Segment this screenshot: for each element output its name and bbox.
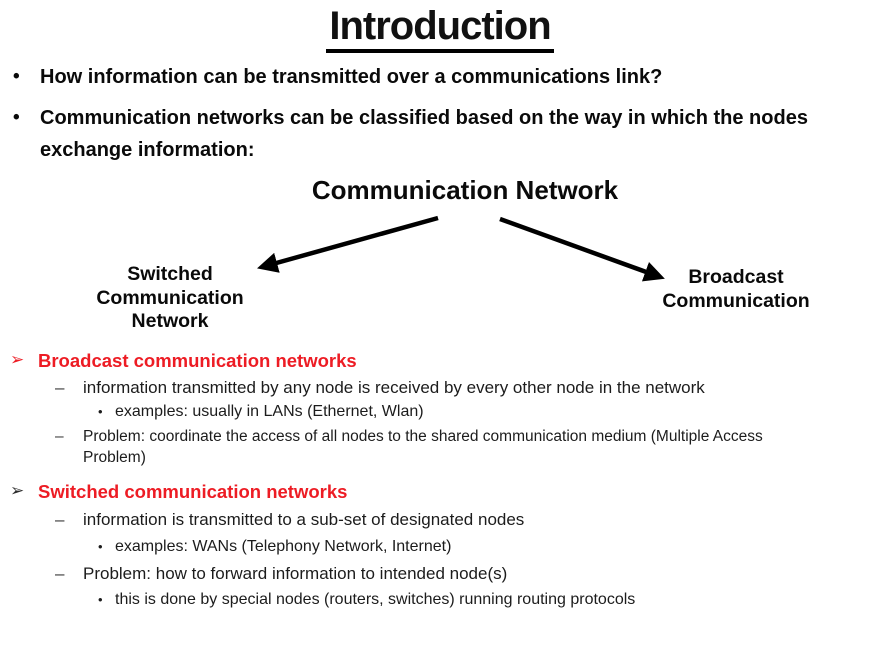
intro-bullet-2-text: Communication networks can be classified… <box>40 107 808 161</box>
intro-bullet-1: • How information can be transmitted ove… <box>13 61 858 93</box>
bullet-dot-icon: • <box>98 592 103 607</box>
dash-bullet-icon: – <box>55 378 65 397</box>
list-item: – information is transmitted to a sub-se… <box>0 509 524 530</box>
diagram-root-label: Communication Network <box>311 175 619 205</box>
list-item-text: examples: usually in LANs (Ethernet, Wla… <box>115 403 424 420</box>
slide-title-wrap: Introduction <box>0 4 880 54</box>
list-item: • this is done by special nodes (routers… <box>0 589 635 610</box>
list-item-text: this is done by special nodes (routers, … <box>115 591 636 608</box>
dash-bullet-icon: – <box>55 510 65 529</box>
list-item-text: information is transmitted to a sub-set … <box>83 510 525 529</box>
list-item-text: Problem: how to forward information to i… <box>83 564 508 583</box>
list-item: – information transmitted by any node is… <box>0 377 705 398</box>
bullet-dot-icon: • <box>13 66 20 87</box>
list-item: • examples: usually in LANs (Ethernet, W… <box>0 401 424 422</box>
intro-bullet-1-text: How information can be transmitted over … <box>40 66 663 88</box>
list-item: – Problem: coordinate the access of all … <box>0 427 783 468</box>
arrowhead-bullet-icon: ➢ <box>10 481 25 500</box>
section-switched-heading: ➢ Switched communication networks <box>0 481 347 503</box>
arrowhead-bullet-icon: ➢ <box>10 350 25 369</box>
diagram-arrows <box>257 215 665 282</box>
dash-bullet-icon: – <box>55 564 65 583</box>
intro-bullet-2: • Communication networks can be classifi… <box>13 102 858 166</box>
section-switched-heading-text: Switched communication networks <box>38 481 348 502</box>
slide-title: Introduction <box>326 4 554 54</box>
arrow-to-switched <box>257 215 439 273</box>
list-item-text: information transmitted by any node is r… <box>83 378 705 397</box>
section-broadcast-heading: ➢ Broadcast communication networks <box>0 350 357 372</box>
bullet-dot-icon: • <box>98 404 103 419</box>
arrow-to-broadcast <box>499 216 665 282</box>
section-broadcast-heading-text: Broadcast communication networks <box>38 350 357 371</box>
list-item-text: examples: WANs (Telephony Network, Inter… <box>115 538 452 555</box>
bullet-dot-icon: • <box>13 107 20 128</box>
list-item: • examples: WANs (Telephony Network, Int… <box>0 536 451 557</box>
node-switched-label: Switched Communication Network <box>96 263 244 332</box>
dash-bullet-icon: – <box>55 428 64 445</box>
node-broadcast-label: Broadcast Communication <box>662 266 810 312</box>
list-item: – Problem: how to forward information to… <box>0 563 507 584</box>
bullet-dot-icon: • <box>98 539 103 554</box>
list-item-text: Problem: coordinate the access of all no… <box>83 428 763 466</box>
